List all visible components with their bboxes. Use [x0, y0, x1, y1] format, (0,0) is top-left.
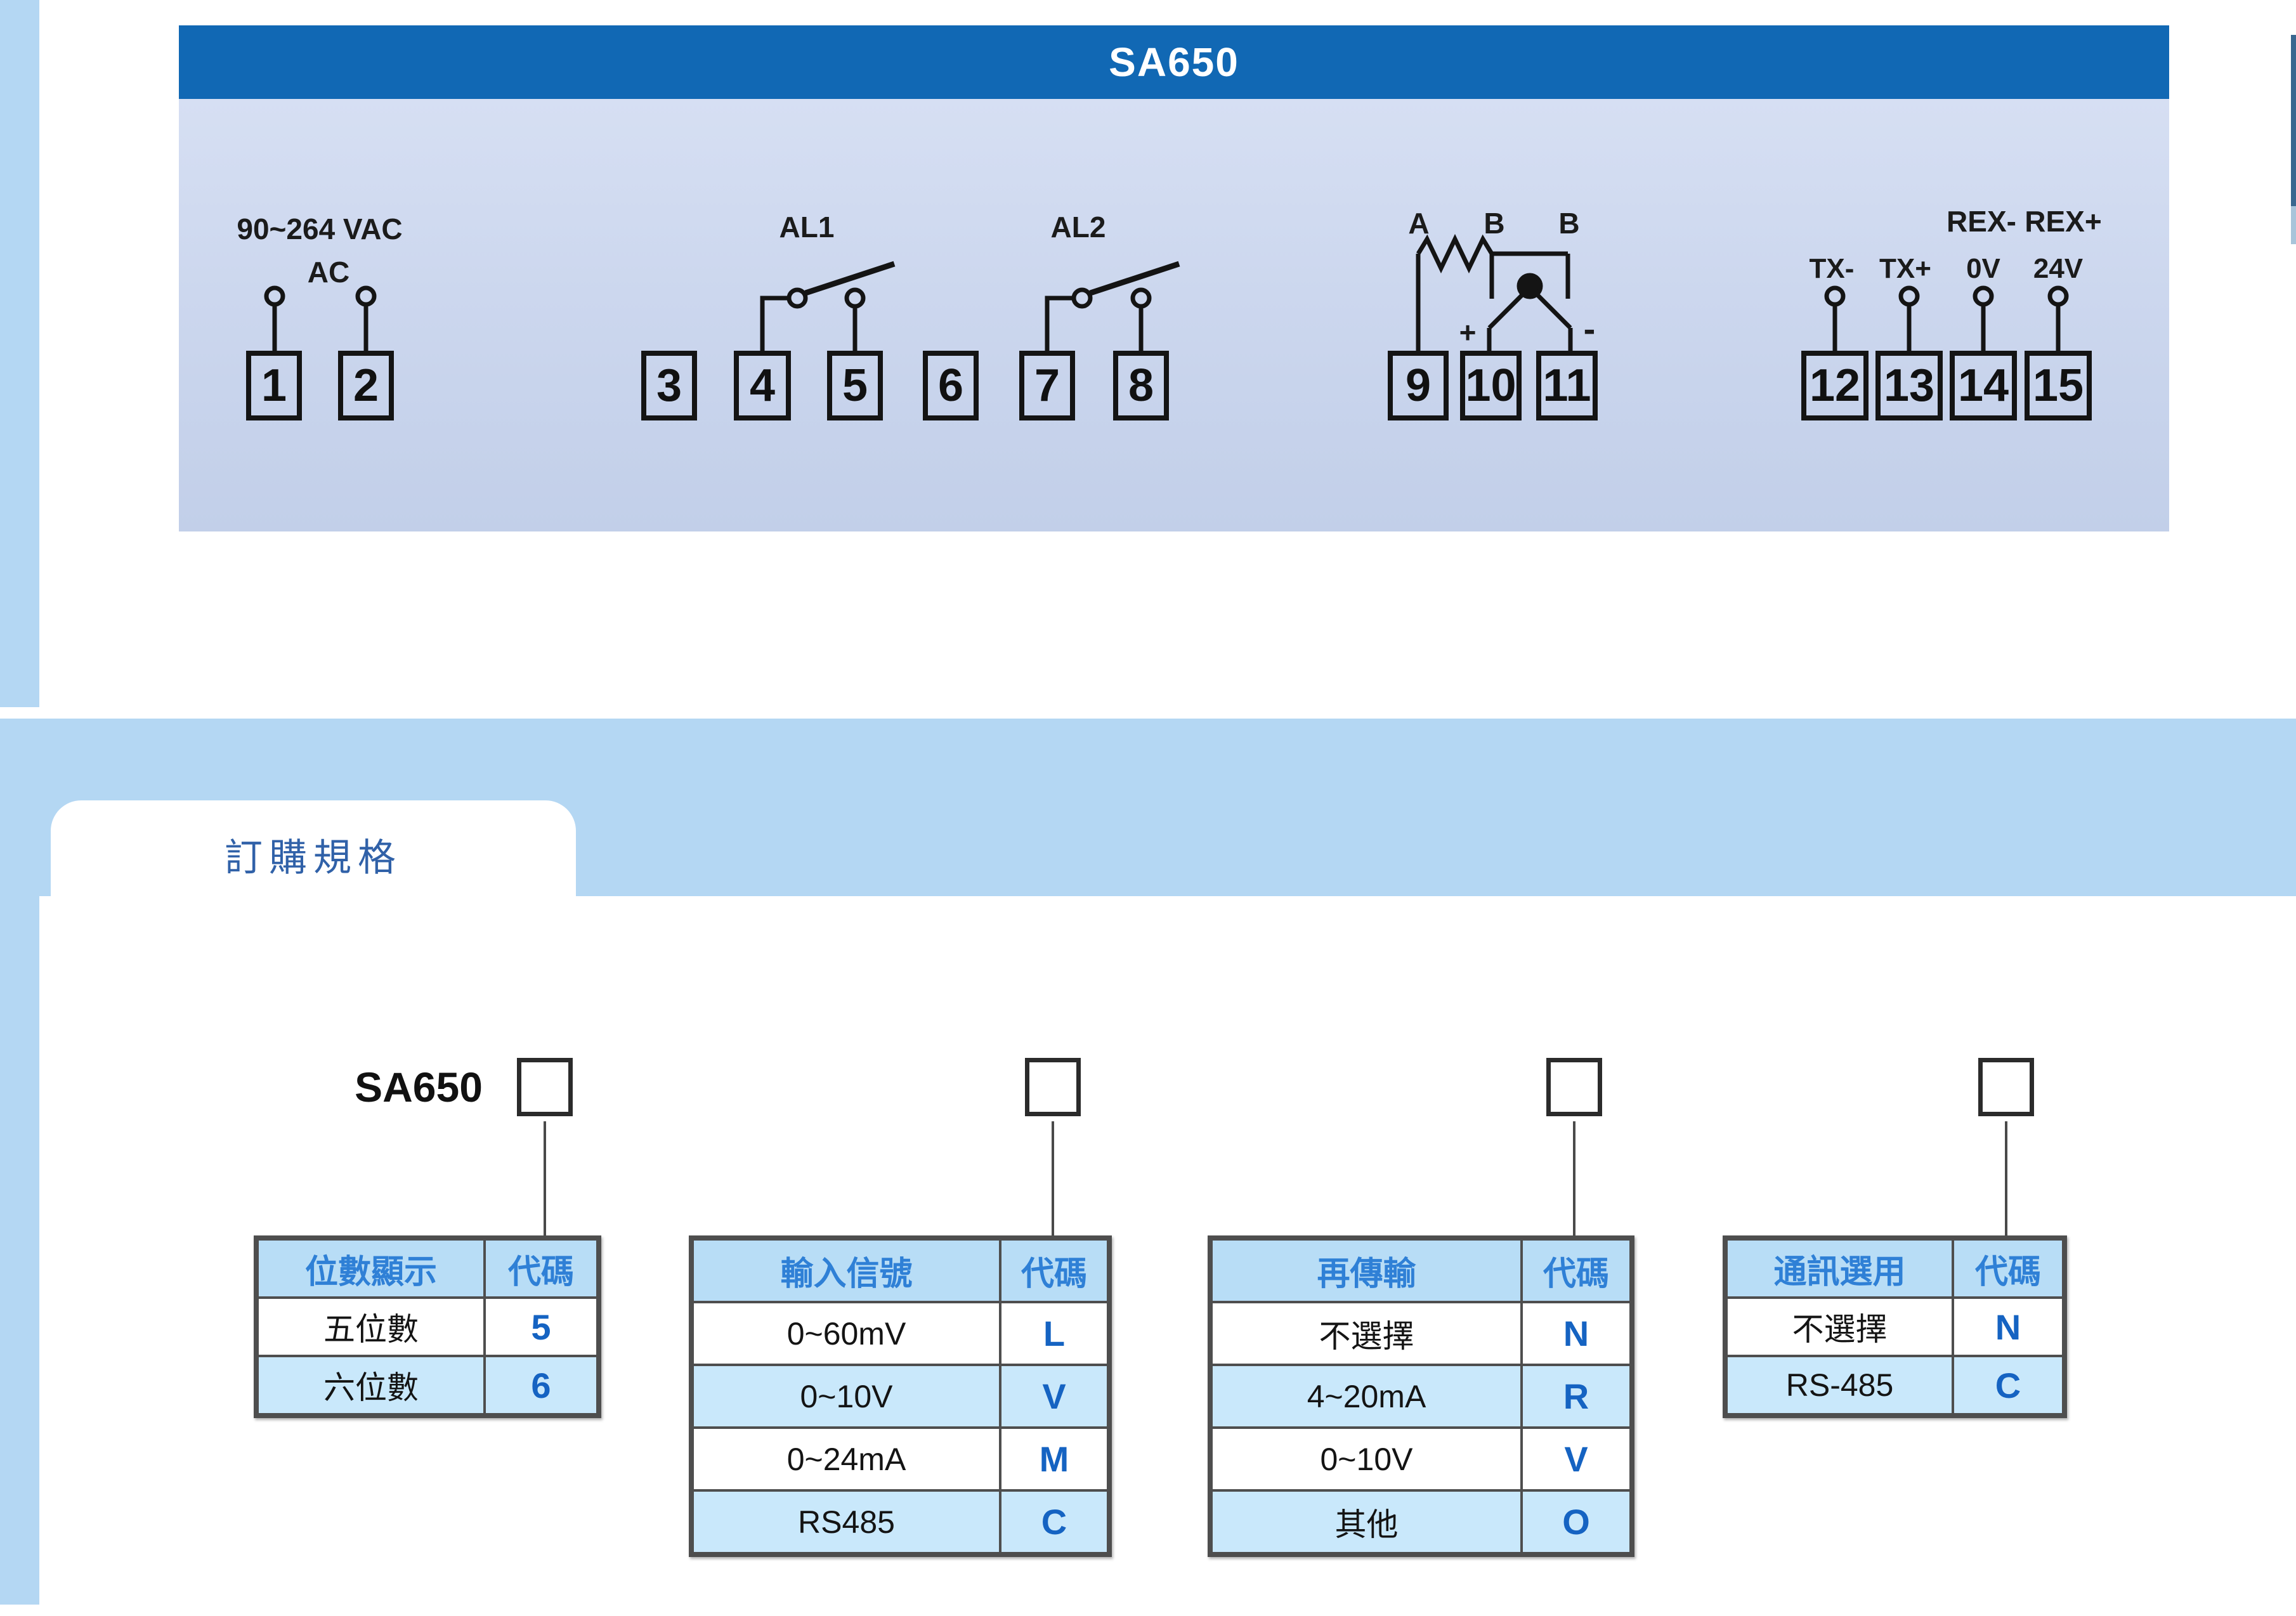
order-connector-line-3 [1573, 1121, 1575, 1235]
table1-header-label: 位數顯示 [255, 1237, 486, 1299]
spec-table-retransmission: 再傳輸 代碼 不選擇 N 4~20mA R 0~10V V 其他 O [1208, 1235, 1634, 1557]
wiring-schematic [264, 233, 2069, 351]
order-code-box-3 [1546, 1058, 1602, 1116]
ordering-section-tab: 訂購規格 [51, 800, 576, 908]
sensor-a-label: A [1408, 207, 1430, 240]
sensor-minus-label: - [1583, 308, 1596, 349]
sensor-b1-label: B [1484, 207, 1505, 240]
spec-table-digit-display: 位數顯示 代碼 五位數 5 六位數 6 [254, 1235, 601, 1418]
terminal-box-11: 11 [1536, 351, 1598, 420]
terminal-box-12: 12 [1801, 351, 1869, 420]
order-code-box-4 [1978, 1058, 2034, 1116]
rex-minus-label: REX- [1947, 205, 2016, 238]
alarm2-label: AL2 [1050, 211, 1106, 244]
table-row: 不選擇 N [1724, 1296, 2066, 1357]
terminal-box-8: 8 [1113, 351, 1169, 420]
terminal-box-2: 2 [338, 351, 394, 420]
terminal-box-5: 5 [827, 351, 883, 420]
table-row: RS-485 C [1724, 1355, 2066, 1417]
sensor-b2-label: B [1558, 207, 1580, 240]
spec-table-communication: 通訊選用 代碼 不選擇 N RS-485 C [1723, 1235, 2067, 1418]
model-header-title: SA650 [1109, 39, 1239, 85]
terminal-box-7: 7 [1019, 351, 1075, 420]
table-row: 0~24mA M [690, 1426, 1111, 1492]
table-row: 不選擇 N [1209, 1301, 1633, 1366]
ordering-model-label: SA650 [355, 1064, 483, 1111]
table3-header-label: 再傳輸 [1209, 1237, 1523, 1303]
terminal-box-14: 14 [1950, 351, 2017, 420]
terminal-box-15: 15 [2025, 351, 2092, 420]
power-voltage-label: 90~264 VAC [237, 212, 403, 245]
table-row: 五位數 5 [255, 1296, 600, 1357]
alarm1-label: AL1 [779, 211, 835, 244]
terminal-box-6: 6 [923, 351, 979, 420]
table2-header-label: 輸入信號 [690, 1237, 1001, 1303]
order-code-box-2 [1025, 1058, 1081, 1116]
zero-volt-label: 0V [1966, 253, 2000, 284]
order-connector-line-1 [544, 1121, 546, 1235]
terminal-box-9: 9 [1388, 351, 1449, 420]
table4-header-label: 通訊選用 [1724, 1237, 1954, 1299]
terminal-box-1: 1 [246, 351, 302, 420]
tx-plus-label: TX+ [1879, 253, 1931, 284]
table2-header-code: 代碼 [999, 1237, 1111, 1303]
table-row: 4~20mA R [1209, 1364, 1633, 1429]
table-row: 0~10V V [690, 1364, 1111, 1429]
order-connector-line-4 [2005, 1121, 2007, 1235]
order-connector-line-2 [1052, 1121, 1054, 1235]
table4-header-code: 代碼 [1952, 1237, 2066, 1299]
page-edge-artifact-light [2291, 206, 2296, 244]
table3-header-code: 代碼 [1520, 1237, 1633, 1303]
ordering-section-title: 訂購規格 [225, 836, 402, 879]
left-accent-stripe-bottom [0, 896, 39, 1605]
wiring-diagram-panel [179, 99, 2169, 531]
tx-minus-label: TX- [1809, 253, 1855, 284]
table-row: 其他 O [1209, 1489, 1633, 1556]
model-header-bar: SA650 [179, 25, 2169, 99]
table-row: 0~10V V [1209, 1426, 1633, 1492]
power-ac-label: AC [307, 256, 350, 289]
rex-plus-label: REX+ [2025, 205, 2102, 238]
table1-header-code: 代碼 [483, 1237, 600, 1299]
terminal-box-3: 3 [641, 351, 697, 420]
24v-label: 24V [2033, 253, 2084, 284]
left-accent-stripe-top [0, 0, 39, 707]
terminal-box-13: 13 [1875, 351, 1943, 420]
table-row: RS485 C [690, 1489, 1111, 1556]
table-row: 0~60mV L [690, 1301, 1111, 1366]
page-edge-artifact-dark [2291, 35, 2296, 206]
table-row: 六位數 6 [255, 1355, 600, 1417]
terminal-box-4: 4 [734, 351, 791, 420]
sensor-plus-label: + [1459, 316, 1477, 349]
order-code-box-1 [517, 1058, 573, 1116]
terminal-box-10: 10 [1460, 351, 1522, 420]
spec-table-input-signal: 輸入信號 代碼 0~60mV L 0~10V V 0~24mA M RS485 … [689, 1235, 1112, 1557]
